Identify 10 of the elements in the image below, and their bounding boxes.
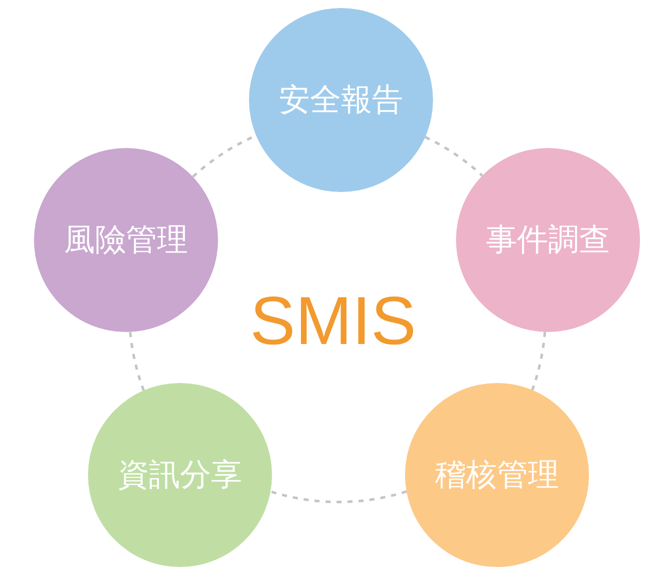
center-title: SMIS [250, 287, 416, 355]
dashed-connector [128, 332, 145, 391]
dashed-connector [531, 332, 546, 390]
dashed-connector [270, 490, 407, 503]
node-label: 稽核管理 [435, 456, 559, 494]
dashed-connector [424, 136, 484, 177]
node-label: 資訊分享 [118, 456, 242, 494]
node-label: 事件調查 [486, 220, 610, 260]
node-label: 安全報告 [279, 80, 403, 120]
node-label: 風險管理 [64, 220, 188, 260]
